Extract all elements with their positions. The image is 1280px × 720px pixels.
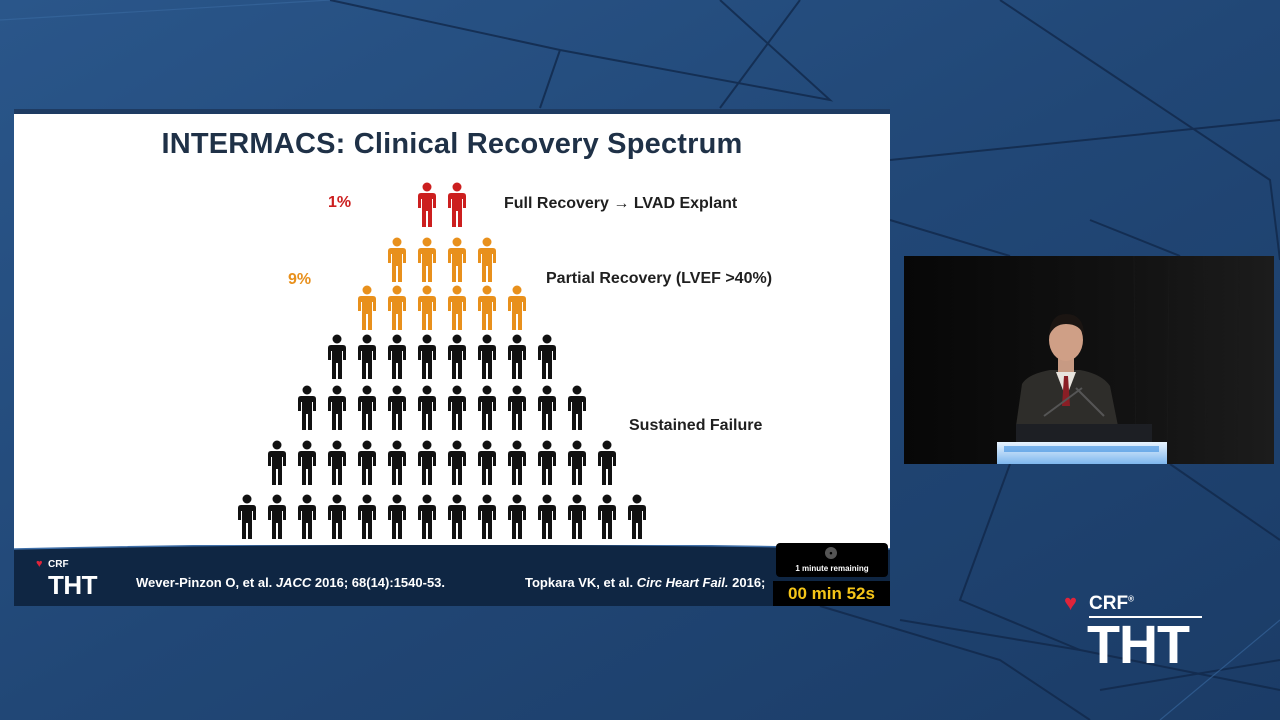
person-icon <box>388 494 406 539</box>
person-icon <box>328 494 346 539</box>
person-icon <box>328 334 346 379</box>
person-icon <box>508 494 526 539</box>
person-icon <box>358 334 376 379</box>
heart-icon: ♥ <box>36 558 43 570</box>
sustained-failure-label: Sustained Failure <box>629 417 763 434</box>
citation-left: Wever-Pinzon O, et al. JACC 2016; 68(14)… <box>136 575 446 590</box>
person-icon <box>478 440 496 485</box>
footer-tht-logo: ♥ CRF THT <box>34 557 114 603</box>
footer-tht-text: THT <box>48 570 98 600</box>
slide-top-bar <box>14 109 890 114</box>
person-icon <box>268 494 286 539</box>
person-icon <box>388 237 406 282</box>
partial-recovery-label: Partial Recovery (LVEF >40%) <box>546 270 773 287</box>
footer-crf-text: CRF <box>48 559 69 570</box>
people-pyramid <box>238 182 646 539</box>
person-icon <box>478 237 496 282</box>
footer-band <box>14 545 890 606</box>
crf-tht-logo: ♥ CRF® THT <box>1062 590 1212 680</box>
partial-recovery-percent: 9% <box>288 271 312 288</box>
person-icon <box>328 385 346 430</box>
person-icon <box>538 440 556 485</box>
person-icon <box>418 334 436 379</box>
person-icon <box>358 385 376 430</box>
presentation-slide: INTERMACS: Clinical Recovery Spectrum 1%… <box>14 109 890 606</box>
person-icon <box>508 285 526 330</box>
person-icon <box>238 494 256 539</box>
tht-text: THT <box>1087 615 1190 675</box>
person-icon <box>478 285 496 330</box>
person-icon <box>268 440 286 485</box>
clock-icon: • <box>825 547 837 559</box>
person-icon <box>448 182 466 227</box>
person-icon <box>598 440 616 485</box>
person-icon <box>598 494 616 539</box>
person-icon <box>388 334 406 379</box>
person-icon <box>358 440 376 485</box>
countdown-timer: 00 min 52s <box>773 581 890 606</box>
person-icon <box>538 334 556 379</box>
person-icon <box>358 494 376 539</box>
person-icon <box>358 285 376 330</box>
person-icon <box>628 494 646 539</box>
citation-right: Topkara VK, et al. Circ Heart Fail. 2016… <box>525 575 766 590</box>
person-icon <box>418 237 436 282</box>
person-icon <box>298 385 316 430</box>
person-icon <box>448 285 466 330</box>
person-icon <box>568 385 586 430</box>
heart-icon: ♥ <box>1064 590 1078 615</box>
person-icon <box>508 385 526 430</box>
person-icon <box>298 494 316 539</box>
person-icon <box>478 385 496 430</box>
person-icon <box>448 237 466 282</box>
person-icon <box>418 182 436 227</box>
person-icon <box>568 494 586 539</box>
timer-remaining-text: 1 minute remaining <box>795 564 869 573</box>
person-icon <box>568 440 586 485</box>
person-icon <box>388 285 406 330</box>
person-icon <box>508 334 526 379</box>
speaker-video <box>904 256 1274 464</box>
person-icon <box>448 334 466 379</box>
slide-title: INTERMACS: Clinical Recovery Spectrum <box>161 128 743 160</box>
person-icon <box>538 494 556 539</box>
person-icon <box>388 385 406 430</box>
slide-footer: ♥ CRF THT Wever-Pinzon O, et al. JACC 20… <box>14 545 890 606</box>
logo-rule <box>1089 616 1202 618</box>
crf-text: CRF® <box>1089 593 1134 614</box>
person-icon <box>538 385 556 430</box>
person-icon <box>418 285 436 330</box>
full-recovery-label: Full Recovery → LVAD Explant <box>504 195 738 212</box>
person-icon <box>418 385 436 430</box>
person-icon <box>448 440 466 485</box>
person-icon <box>418 494 436 539</box>
person-icon <box>298 440 316 485</box>
timer-notice: • 1 minute remaining <box>776 543 888 577</box>
person-icon <box>478 494 496 539</box>
person-icon <box>328 440 346 485</box>
person-icon <box>478 334 496 379</box>
person-icon <box>508 440 526 485</box>
person-icon <box>418 440 436 485</box>
full-recovery-percent: 1% <box>328 194 352 211</box>
person-icon <box>448 494 466 539</box>
person-icon <box>388 440 406 485</box>
person-icon <box>448 385 466 430</box>
